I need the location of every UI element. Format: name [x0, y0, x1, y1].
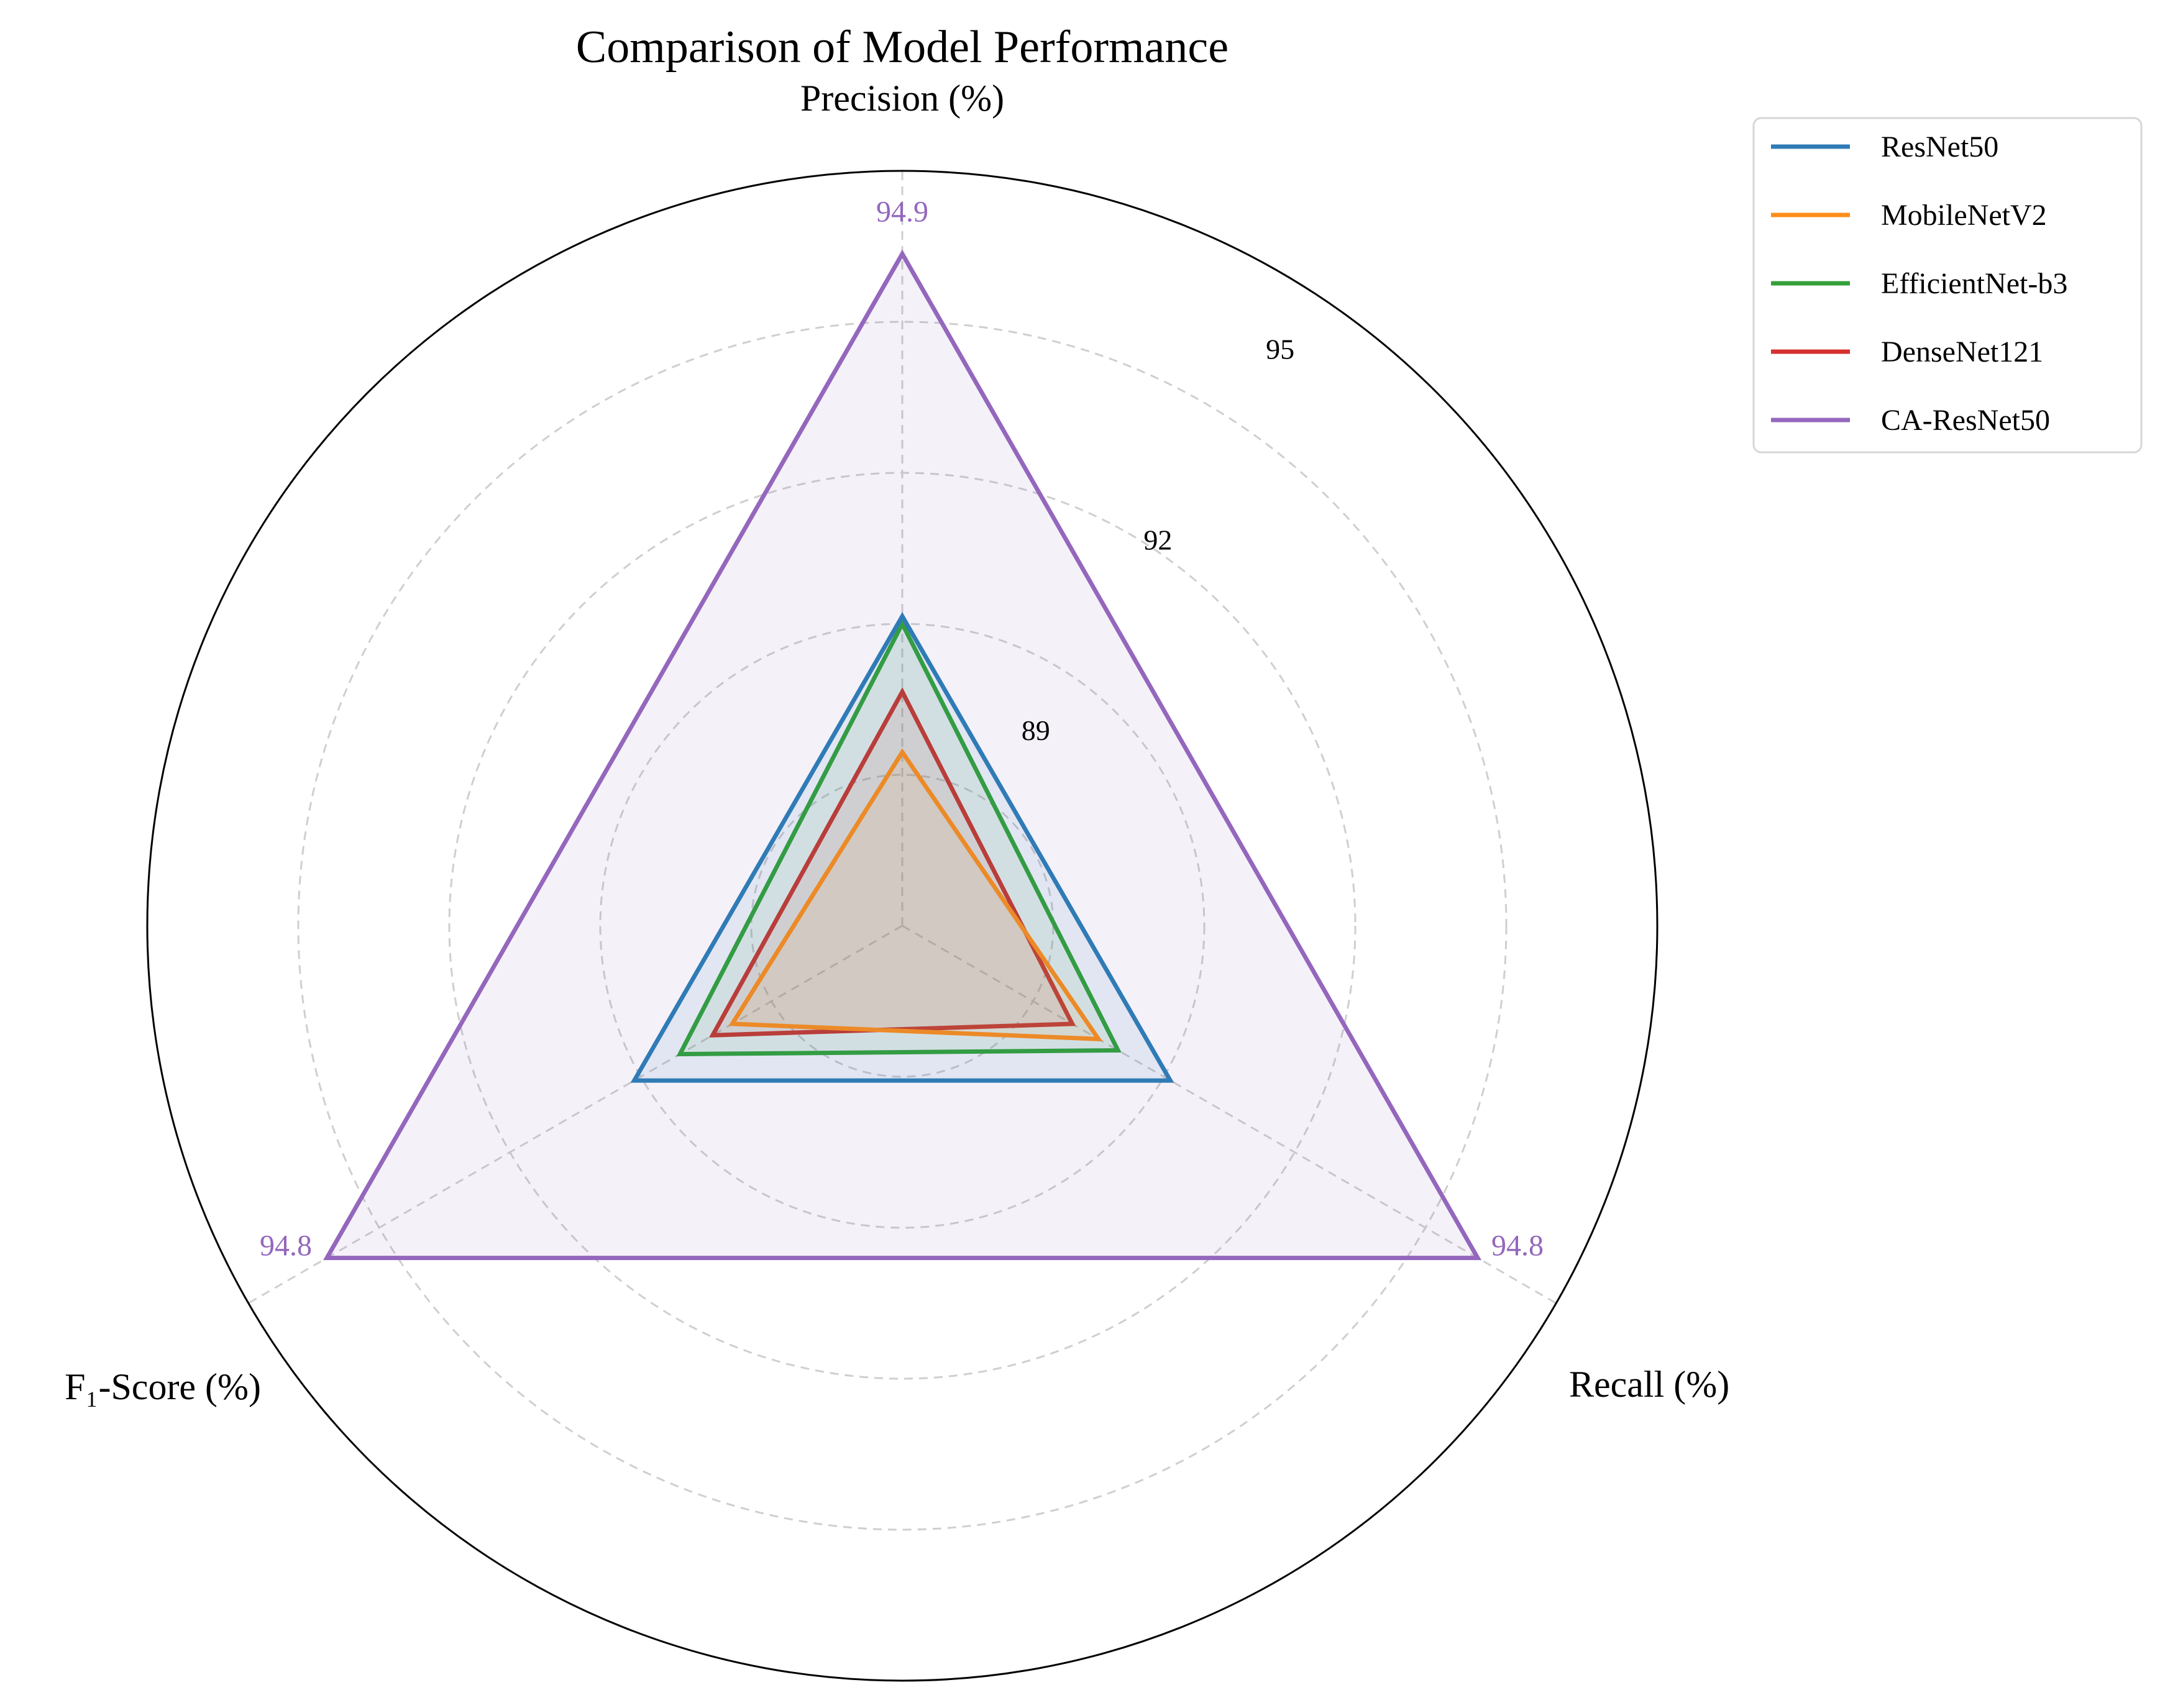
radar-labels: 89 92 95 94.9 94.8 94.8 Precision (%) Recall (%…: [65, 78, 1729, 1407]
grid-spoke: [248, 925, 903, 1304]
chart-title: Comparison of Model Performance: [576, 22, 1229, 73]
series-efficientnet-b3: [676, 619, 1122, 1057]
grid-spoke: [902, 925, 1557, 1304]
radial-tick-label: 89: [1022, 715, 1050, 746]
axis-label: F₁-Score (%): [65, 1366, 261, 1407]
value-label: 94.8: [260, 1230, 312, 1263]
radial-tick-label: 92: [1143, 524, 1172, 555]
radial-tick-label: 95: [1266, 333, 1294, 365]
legend-box: [1752, 117, 2143, 454]
value-label: 94.8: [1491, 1230, 1544, 1263]
outer-ring: [146, 170, 1659, 1682]
series-resnet50: [630, 611, 1174, 1083]
grid-ring: [297, 321, 1508, 1531]
value-label: 94.9: [876, 196, 928, 229]
radar-series-group: [323, 249, 1482, 1261]
axis-label: Precision (%): [800, 78, 1004, 119]
legend-label: EfficientNet-b3: [1881, 267, 2067, 300]
legend: ResNet50MobileNetV2EfficientNet-b3DenseN…: [1752, 117, 2143, 454]
legend-label: MobileNetV2: [1881, 199, 2047, 232]
legend-label: DenseNet121: [1881, 336, 2043, 368]
legend-label: CA-ResNet50: [1881, 404, 2050, 437]
legend-label: ResNet50: [1881, 130, 1998, 163]
axis-label: Recall (%): [1569, 1364, 1729, 1405]
series-mobilenetv2: [728, 748, 1103, 1042]
